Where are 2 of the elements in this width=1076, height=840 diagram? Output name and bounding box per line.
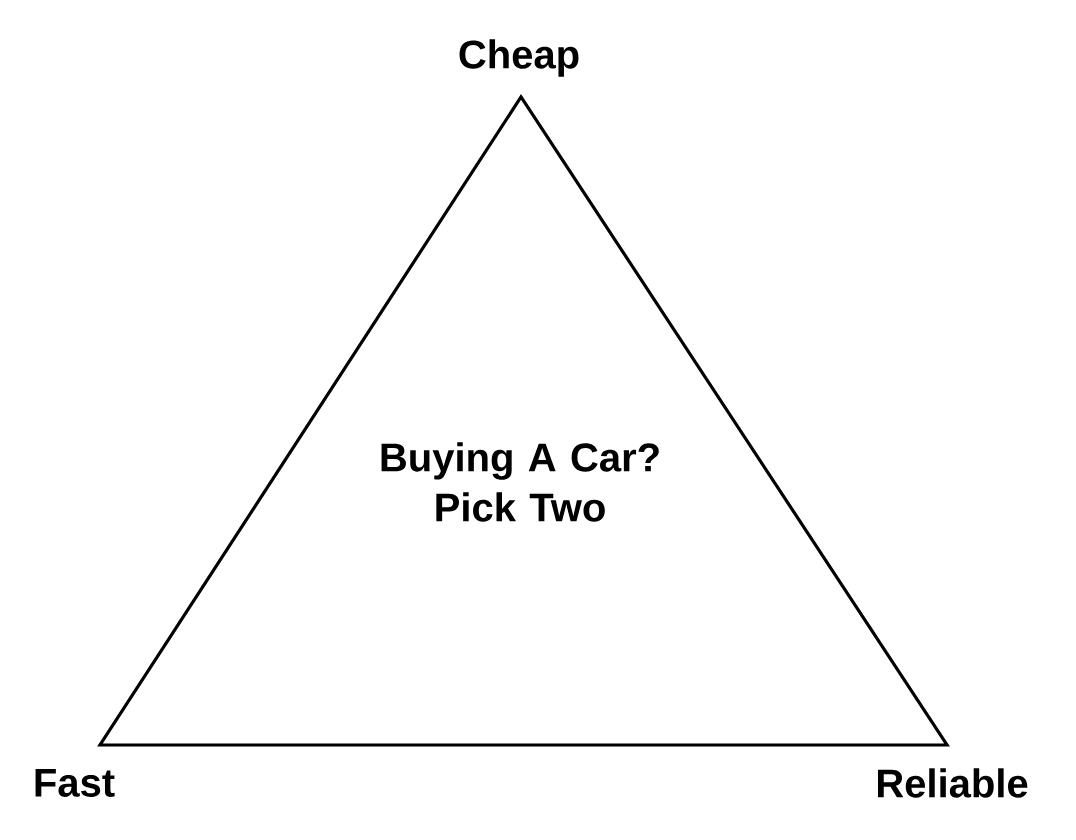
vertex-label: Fast xyxy=(35,769,115,797)
vertex-label: Reliable xyxy=(878,768,1028,798)
